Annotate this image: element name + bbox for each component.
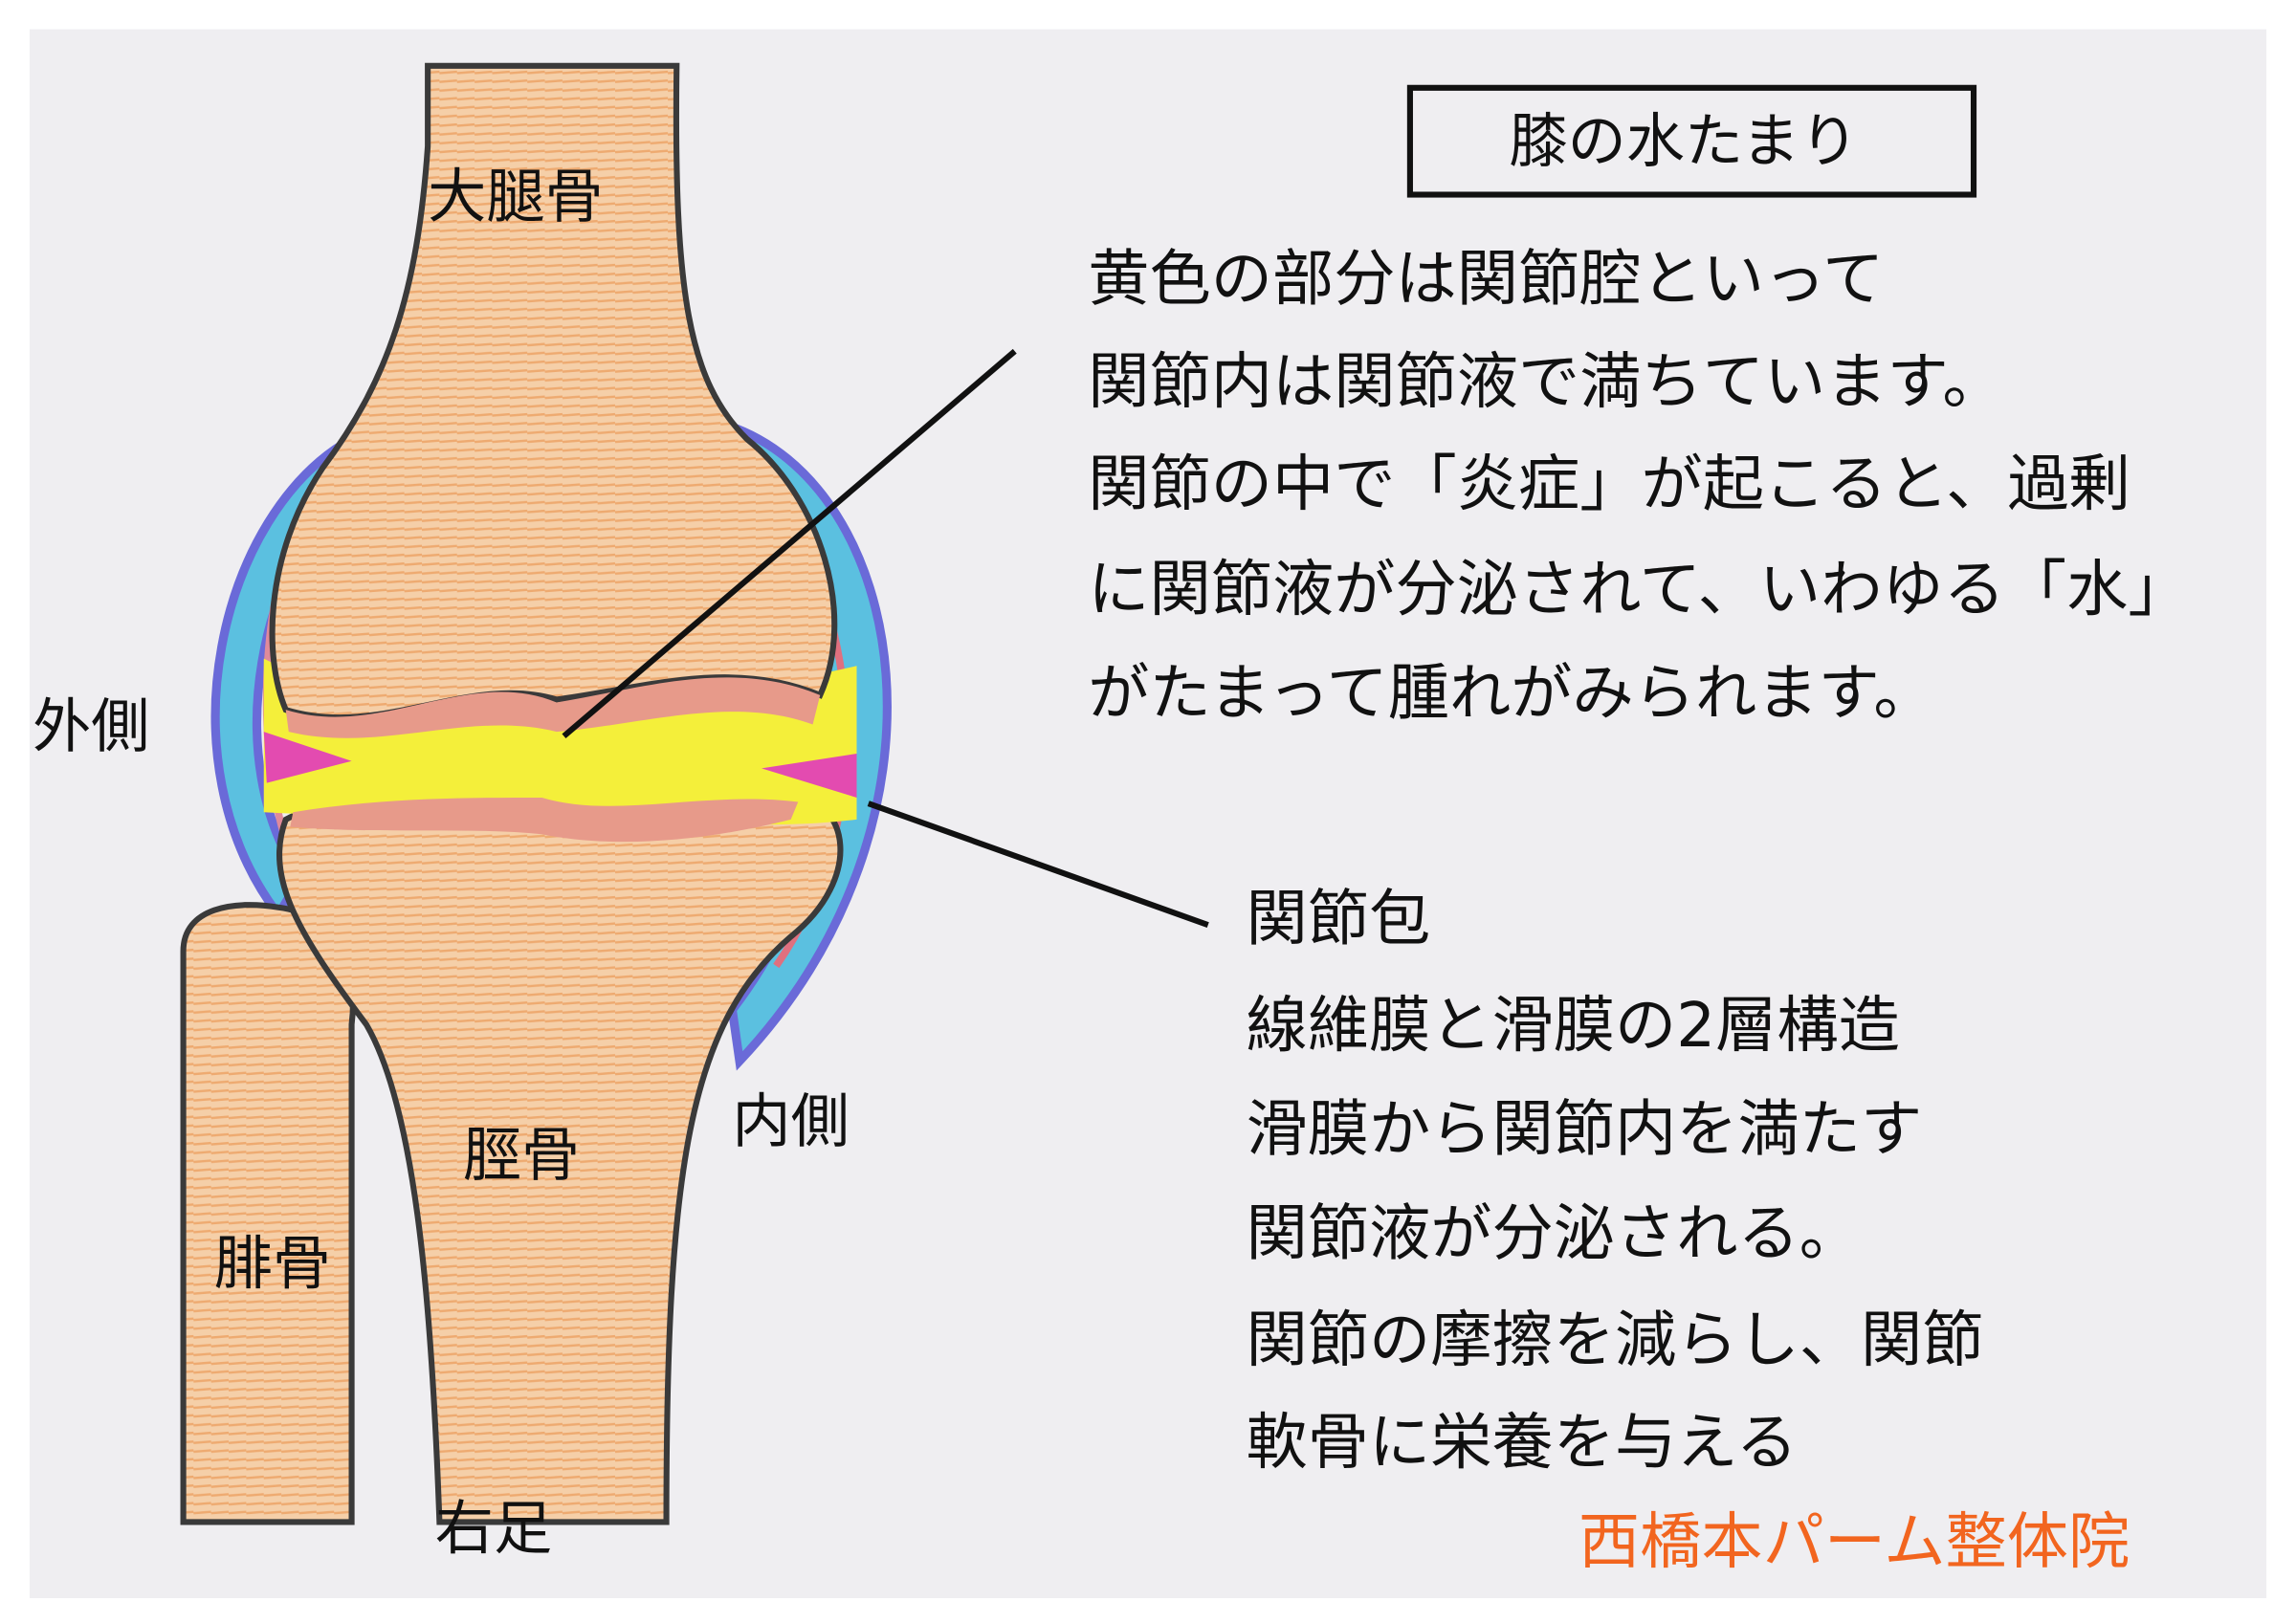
capsule-line: 関節の摩擦を減らし、関節 bbox=[1247, 1305, 1984, 1376]
cavity-line: 黄色の部分は関節腔といって bbox=[1088, 244, 1884, 316]
capsule-explanation: 関節包 線維膜と滑膜の2層構造 滑膜から関節内を満たす 関節液が分泌される。 関… bbox=[1247, 883, 1984, 1479]
fibula-bone bbox=[180, 902, 357, 1525]
capsule-line: 関節包 bbox=[1247, 883, 1431, 954]
cavity-line: がたまって腫れがみられます。 bbox=[1088, 658, 1934, 730]
title: 膝の水たまり bbox=[1509, 107, 1858, 175]
cavity-line: に関節液が分泌されて、いわゆる「水」 bbox=[1088, 554, 2189, 625]
cavity-line: 関節の中で「炎症」が起こると、過剰 bbox=[1088, 449, 2130, 520]
cavity-leader-line bbox=[562, 348, 1017, 739]
capsule-leader-line bbox=[867, 801, 1209, 928]
label-fibula: 腓骨 bbox=[214, 1230, 331, 1298]
cavity-explanation: 黄色の部分は関節腔といって 関節内は関節液で満ちています。 関節の中で「炎症」が… bbox=[1088, 244, 2189, 730]
label-medial: 内側 bbox=[732, 1088, 849, 1156]
femur-bone bbox=[269, 62, 838, 721]
clinic-name: 西橋本パーム整体院 bbox=[1578, 1506, 2130, 1578]
cavity-line: 関節内は関節液で満ちています。 bbox=[1088, 346, 2003, 418]
label-lateral: 外側 bbox=[33, 692, 149, 760]
capsule-line: 軟骨に栄養を与える bbox=[1247, 1407, 1798, 1479]
label-right-leg: 右足 bbox=[435, 1495, 552, 1563]
title-box bbox=[1406, 84, 1977, 198]
capsule-line: 関節液が分泌される。 bbox=[1247, 1197, 1861, 1269]
label-femur: 大腿骨 bbox=[428, 163, 604, 230]
capsule-line: 滑膜から関節内を満たす bbox=[1247, 1094, 1923, 1166]
label-tibia: 脛骨 bbox=[463, 1122, 580, 1190]
meniscus-lateral bbox=[263, 732, 352, 783]
meniscus-medial bbox=[762, 754, 857, 798]
capsule-line: 線維膜と滑膜の2層構造 bbox=[1247, 990, 1900, 1062]
tibial-cartilage bbox=[290, 797, 799, 843]
femoral-cartilage bbox=[285, 677, 821, 738]
